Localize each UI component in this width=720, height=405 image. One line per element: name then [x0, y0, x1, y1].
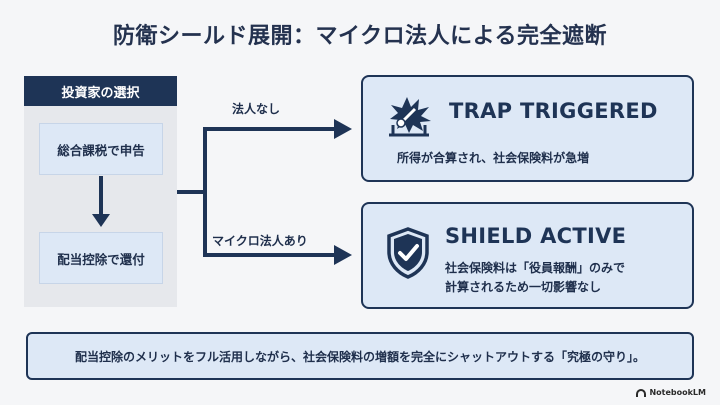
brand-label: NotebookLM — [649, 388, 706, 397]
arrowhead-bottom — [334, 245, 352, 265]
step-dividend-credit-refund: 配当控除で還付 — [39, 232, 163, 284]
investor-choice-panel: 投資家の選択 総合課税で申告 配当控除で還付 — [24, 76, 177, 307]
notebooklm-watermark: NotebookLM — [636, 388, 706, 397]
trap-title: TRAP TRIGGERED — [449, 99, 658, 123]
shield-title: SHIELD ACTIVE — [445, 224, 627, 248]
shield-description-line1: 社会保険料は「役員報酬」のみで — [445, 261, 626, 275]
shield-active-card: SHIELD ACTIVE 社会保険料は「役員報酬」のみで 計算されるため一切影… — [361, 202, 694, 309]
step-comprehensive-taxation: 総合課税で申告 — [39, 123, 163, 175]
shield-check-icon — [385, 226, 431, 284]
shield-description-line2: 計算されるため一切影響なし — [445, 280, 602, 294]
branch-label-no-corporation: 法人なし — [232, 102, 281, 116]
down-arrow-icon — [92, 214, 110, 227]
investor-choice-header: 投資家の選択 — [24, 76, 177, 106]
connector-top-branch — [203, 127, 336, 192]
shield-description: 社会保険料は「役員報酬」のみで 計算されるため一切影響なし — [445, 259, 685, 297]
trap-triggered-card: TRAP TRIGGERED 所得が合算され、社会保険料が急増 — [361, 75, 694, 182]
down-arrow-line — [99, 176, 103, 216]
connector-bottom-branch — [203, 192, 336, 257]
arrowhead-top — [334, 119, 352, 139]
trap-explosion-icon — [385, 95, 433, 143]
summary-banner: 配当控除のメリットをフル活用しながら、社会保険料の増額を完全にシャットアウトする… — [26, 332, 694, 380]
notebooklm-logo-icon — [636, 388, 647, 397]
branch-label-micro-corporation: マイクロ法人あり — [212, 234, 308, 248]
page-title: 防衛シールド展開：マイクロ法人による完全遮断 — [113, 24, 607, 49]
trap-description: 所得が合算され、社会保険料が急増 — [397, 151, 590, 165]
